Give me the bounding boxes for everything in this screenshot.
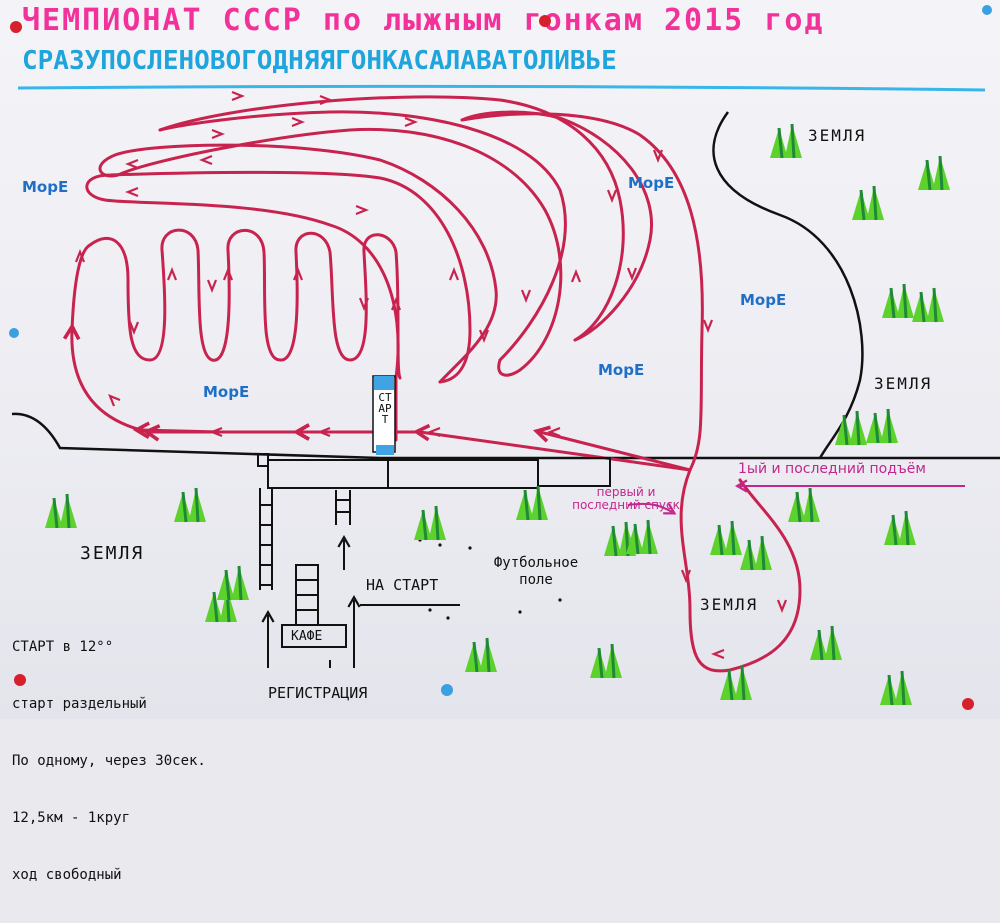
poster-title: ЧЕМПИОНАТ СССР по лыжным гонкам 2015 год: [22, 3, 825, 38]
pins: [9, 5, 992, 710]
sea-label: МорЕ: [740, 291, 787, 309]
descent-note: первый и последний спуск: [572, 485, 680, 512]
race-info-line: старт раздельный: [12, 696, 147, 712]
climb-note: 1ый и последний подъём: [738, 461, 926, 477]
to-start-label: НА СТАРТ: [366, 576, 439, 594]
race-info-line: По одному, через 30сек.: [12, 753, 206, 769]
start-tower-label: СТАРТ: [378, 391, 392, 426]
football-field-label: Футбольное поле: [493, 555, 579, 588]
land-label: ЗЕМЛЯ: [874, 374, 933, 393]
poster-subtitle: СРАЗУПОСЛЕНОВОГОДНЯЯГОНКАСАЛАВАТОЛИВЬЕ: [22, 46, 617, 76]
ladders: [259, 488, 351, 648]
race-info-line: СТАРТ в 12°°: [12, 639, 114, 655]
shoreline-east: [712, 111, 864, 459]
race-track: [62, 95, 802, 673]
land-label: ЗЕМЛЯ: [808, 126, 867, 145]
sea-label: МорЕ: [22, 178, 69, 196]
map-drawing: [9, 5, 1000, 710]
land-label: ЗЕМЛЯ: [700, 595, 759, 614]
buildings-strip: [257, 453, 611, 489]
start-tower-top: [374, 376, 394, 390]
walk-arrows: [261, 534, 460, 668]
sea-label: МорЕ: [628, 174, 675, 192]
race-info-line: 12,5км - 1круг: [12, 810, 131, 826]
race-info: СТАРТ в 12°° старт раздельный По одному,…: [12, 600, 206, 923]
descent-arrow: [627, 502, 677, 515]
land-label: ЗЕМЛЯ: [80, 543, 145, 564]
title-underline: [17, 84, 986, 92]
sea-label: МорЕ: [203, 383, 250, 401]
ski-race-map-poster: ЧЕМПИОНАТ СССР по лыжным гонкам 2015 год…: [0, 0, 1000, 883]
registration-label: РЕГИСТРАЦИЯ: [268, 684, 368, 702]
track-arrows: [74, 90, 788, 660]
shoreline-bottom: [11, 412, 1000, 460]
race-info-line: ход свободный: [12, 867, 122, 883]
sea-label: МорЕ: [598, 361, 645, 379]
cafe-label: КАФЕ: [291, 629, 323, 644]
